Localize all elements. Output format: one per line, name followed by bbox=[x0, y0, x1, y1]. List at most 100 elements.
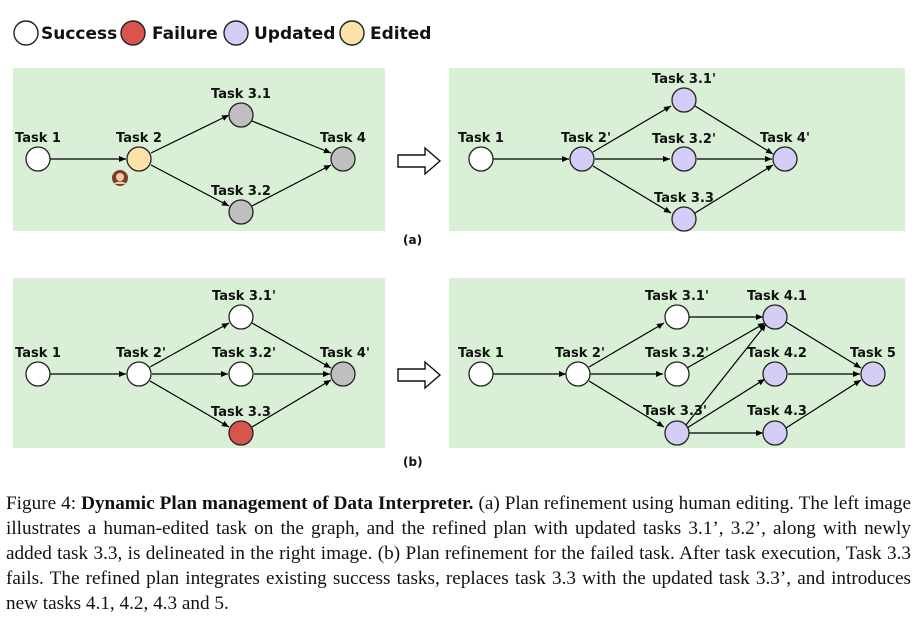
node-task1 bbox=[25, 361, 51, 387]
label-task1: Task 1 bbox=[15, 131, 61, 146]
labels-a-left: Task 1 Task 2 Task 3.1 Task 3.2 Task 4 bbox=[15, 87, 366, 199]
graph-a-left bbox=[50, 114, 332, 207]
labels-a-right: Task 1 Task 2' Task 3.1' Task 3.2' Task … bbox=[458, 72, 810, 206]
nodes-a-left bbox=[25, 102, 356, 225]
node-task33 bbox=[228, 420, 254, 446]
legend-edited-swatch bbox=[339, 20, 365, 46]
edge bbox=[149, 380, 230, 428]
label-task31: Task 3.1' bbox=[212, 289, 276, 304]
human-avatar-icon bbox=[112, 170, 128, 186]
label-task31: Task 3.1' bbox=[645, 289, 709, 304]
labels-b-left: Task 1 Task 2' Task 3.1' Task 3.2' Task … bbox=[15, 289, 370, 420]
edge bbox=[592, 105, 672, 153]
label-task33: Task 3.3 bbox=[654, 191, 714, 206]
legend-failure-swatch bbox=[120, 20, 146, 46]
edge bbox=[150, 114, 230, 154]
transition-arrow-b bbox=[397, 360, 442, 390]
legend-success-label: Success bbox=[41, 24, 117, 44]
edge bbox=[686, 378, 766, 429]
label-task41: Task 4.1 bbox=[747, 289, 807, 304]
edge bbox=[588, 380, 665, 428]
legend-failure-label: Failure bbox=[152, 24, 218, 44]
node-task31 bbox=[228, 304, 254, 330]
transition-arrow-a bbox=[397, 146, 442, 176]
label-task1: Task 1 bbox=[458, 131, 504, 146]
label-task1: Task 1 bbox=[458, 346, 504, 361]
label-task33: Task 3.3' bbox=[643, 404, 707, 419]
node-task4 bbox=[330, 146, 356, 172]
node-task31 bbox=[228, 102, 254, 128]
label-task42: Task 4.2 bbox=[747, 346, 807, 361]
figure-caption: Figure 4: Dynamic Plan management of Dat… bbox=[6, 491, 911, 616]
label-task4: Task 4' bbox=[760, 131, 810, 146]
node-task4 bbox=[330, 361, 356, 387]
label-task4: Task 4' bbox=[320, 346, 370, 361]
edge bbox=[592, 165, 672, 214]
edge bbox=[251, 164, 332, 207]
label-task5: Task 5 bbox=[850, 346, 896, 361]
graph-b-left bbox=[50, 322, 332, 428]
label-task2: Task 2' bbox=[116, 346, 166, 361]
label-task31: Task 3.1' bbox=[652, 72, 716, 87]
legend: Success Failure Updated Edited bbox=[13, 20, 431, 46]
node-task33 bbox=[671, 206, 697, 232]
legend-updated-label: Updated bbox=[254, 24, 335, 44]
graph-b-right bbox=[493, 314, 862, 436]
label-task33: Task 3.3 bbox=[211, 405, 271, 420]
label-task32: Task 3.2' bbox=[652, 132, 716, 147]
legend-success-swatch bbox=[13, 20, 39, 46]
edge bbox=[694, 105, 774, 155]
panel-b-left bbox=[13, 278, 385, 448]
edge bbox=[686, 322, 766, 369]
node-task41 bbox=[762, 304, 788, 330]
edge bbox=[785, 379, 862, 429]
label-task2: Task 2' bbox=[555, 346, 605, 361]
graph-a-right bbox=[493, 105, 774, 214]
node-task2 bbox=[569, 146, 595, 172]
edge bbox=[150, 164, 230, 207]
node-task1 bbox=[468, 146, 494, 172]
node-task4 bbox=[772, 146, 798, 172]
node-task5 bbox=[860, 361, 886, 387]
node-task33 bbox=[664, 420, 690, 446]
label-task32: Task 3.2' bbox=[645, 346, 709, 361]
sublabel-b: (b) bbox=[403, 455, 423, 469]
node-task31 bbox=[671, 87, 697, 113]
node-task1 bbox=[468, 361, 494, 387]
edge bbox=[251, 379, 332, 428]
legend-edited-label: Edited bbox=[370, 24, 431, 44]
node-task43 bbox=[762, 420, 788, 446]
node-task32 bbox=[671, 146, 697, 172]
edge bbox=[685, 323, 767, 426]
plan-diagram: Success Failure Updated Edited (a) (b) T… bbox=[13, 20, 905, 469]
labels-b-right: Task 1 Task 2' Task 3.1' Task 3.2' Task … bbox=[458, 289, 896, 419]
edge bbox=[251, 322, 332, 369]
label-task43: Task 4.3 bbox=[747, 404, 807, 419]
label-task31: Task 3.1 bbox=[211, 87, 271, 102]
label-task4: Task 4 bbox=[320, 131, 366, 146]
node-task1 bbox=[25, 146, 51, 172]
label-task2: Task 2 bbox=[116, 131, 162, 146]
node-task32 bbox=[228, 199, 254, 225]
label-task2: Task 2' bbox=[561, 131, 611, 146]
edge bbox=[251, 120, 332, 154]
node-task32 bbox=[664, 361, 690, 387]
panel-a-left bbox=[13, 68, 385, 231]
edge bbox=[694, 164, 774, 214]
nodes-b-left bbox=[25, 304, 356, 446]
node-task31 bbox=[664, 304, 690, 330]
node-task32 bbox=[228, 361, 254, 387]
edge bbox=[588, 322, 665, 368]
nodes-b-right bbox=[468, 304, 886, 446]
caption-body: (a) Plan refinement using human editing.… bbox=[6, 493, 911, 614]
label-task1: Task 1 bbox=[15, 346, 61, 361]
caption-fig-label: Figure 4: bbox=[6, 493, 77, 514]
legend-updated-swatch bbox=[223, 20, 249, 46]
edge bbox=[785, 321, 862, 369]
nodes-a-right bbox=[468, 87, 798, 232]
node-task42 bbox=[762, 361, 788, 387]
node-task2 bbox=[126, 146, 152, 172]
edge bbox=[149, 322, 230, 368]
node-task2 bbox=[126, 361, 152, 387]
caption-title: Dynamic Plan management of Data Interpre… bbox=[81, 493, 474, 514]
